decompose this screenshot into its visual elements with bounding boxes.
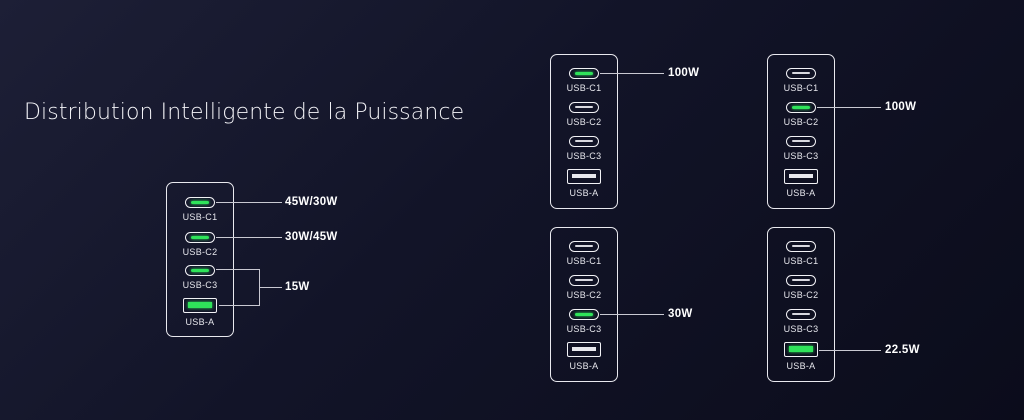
usb-c2-port-icon bbox=[569, 275, 599, 286]
usb-c1-port-icon bbox=[786, 241, 816, 252]
usb-a-port-icon bbox=[567, 342, 601, 357]
port-label-usb-c2: USB-C2 bbox=[783, 117, 819, 127]
connector-line bbox=[216, 202, 282, 203]
port-label-usb-a: USB-A bbox=[786, 361, 816, 371]
output-label: 30W bbox=[668, 308, 693, 320]
usb-c3-port-icon bbox=[786, 309, 816, 320]
port-label-usb-c2: USB-C2 bbox=[182, 247, 218, 257]
port-label-usb-a: USB-A bbox=[569, 188, 599, 198]
usb-c2-port-icon bbox=[786, 275, 816, 286]
port-label-usb-c1: USB-C1 bbox=[783, 83, 819, 93]
port-label-usb-c3: USB-C3 bbox=[783, 151, 819, 161]
connector-line bbox=[216, 269, 260, 270]
charger-diagram-c1-only: USB-C1 USB-C2 USB-C3 USB-A bbox=[550, 54, 618, 209]
port-label-usb-c2: USB-C2 bbox=[783, 290, 819, 300]
port-label-usb-a: USB-A bbox=[569, 361, 599, 371]
port-label-usb-c3: USB-C3 bbox=[182, 280, 218, 290]
usb-c1-port-icon bbox=[569, 241, 599, 252]
port-label-usb-c1: USB-C1 bbox=[182, 212, 218, 222]
usb-c1-port-icon bbox=[185, 197, 215, 208]
connector-line bbox=[819, 350, 881, 351]
usb-a-port-icon bbox=[567, 169, 601, 184]
usb-c3-port-icon bbox=[185, 265, 215, 276]
output-label: 30W/45W bbox=[285, 231, 338, 243]
connector-line bbox=[216, 237, 282, 238]
usb-c3-port-icon bbox=[569, 309, 599, 320]
output-label: 15W bbox=[285, 281, 310, 293]
charger-diagram-c2-only: USB-C1 USB-C2 USB-C3 USB-A bbox=[767, 54, 835, 209]
output-label: 100W bbox=[668, 67, 700, 79]
port-label-usb-c3: USB-C3 bbox=[566, 151, 602, 161]
connector-line bbox=[600, 314, 664, 315]
usb-c3-port-icon bbox=[786, 136, 816, 147]
charger-diagram-c3-only: USB-C1 USB-C2 USB-C3 USB-A bbox=[550, 227, 618, 382]
connector-line bbox=[259, 269, 260, 306]
usb-c2-port-icon bbox=[569, 102, 599, 113]
connector-line bbox=[260, 287, 282, 288]
connector-line bbox=[817, 107, 881, 108]
usb-a-port-icon bbox=[784, 169, 818, 184]
usb-c1-port-icon bbox=[569, 68, 599, 79]
port-label-usb-c1: USB-C1 bbox=[566, 256, 602, 266]
port-label-usb-a: USB-A bbox=[185, 317, 215, 327]
output-label: 22.5W bbox=[885, 344, 920, 356]
port-label-usb-c3: USB-C3 bbox=[566, 324, 602, 334]
connector-line bbox=[600, 73, 664, 74]
port-label-usb-c1: USB-C1 bbox=[783, 256, 819, 266]
usb-a-port-icon bbox=[183, 298, 217, 313]
usb-c2-port-icon bbox=[786, 102, 816, 113]
usb-c3-port-icon bbox=[569, 136, 599, 147]
connector-line bbox=[219, 305, 260, 306]
charger-diagram-a-only: USB-C1 USB-C2 USB-C3 USB-A bbox=[767, 227, 835, 382]
port-label-usb-c3: USB-C3 bbox=[783, 324, 819, 334]
charger-diagram-all-ports: USB-C1 USB-C2 USB-C3 USB-A bbox=[166, 182, 234, 337]
port-label-usb-a: USB-A bbox=[786, 188, 816, 198]
port-label-usb-c1: USB-C1 bbox=[566, 83, 602, 93]
output-label: 100W bbox=[885, 101, 917, 113]
port-label-usb-c2: USB-C2 bbox=[566, 290, 602, 300]
usb-a-port-icon bbox=[784, 342, 818, 357]
output-label: 45W/30W bbox=[285, 196, 338, 208]
port-label-usb-c2: USB-C2 bbox=[566, 117, 602, 127]
usb-c1-port-icon bbox=[786, 68, 816, 79]
usb-c2-port-icon bbox=[185, 232, 215, 243]
page-title: Distribution Intelligente de la Puissanc… bbox=[24, 100, 465, 125]
